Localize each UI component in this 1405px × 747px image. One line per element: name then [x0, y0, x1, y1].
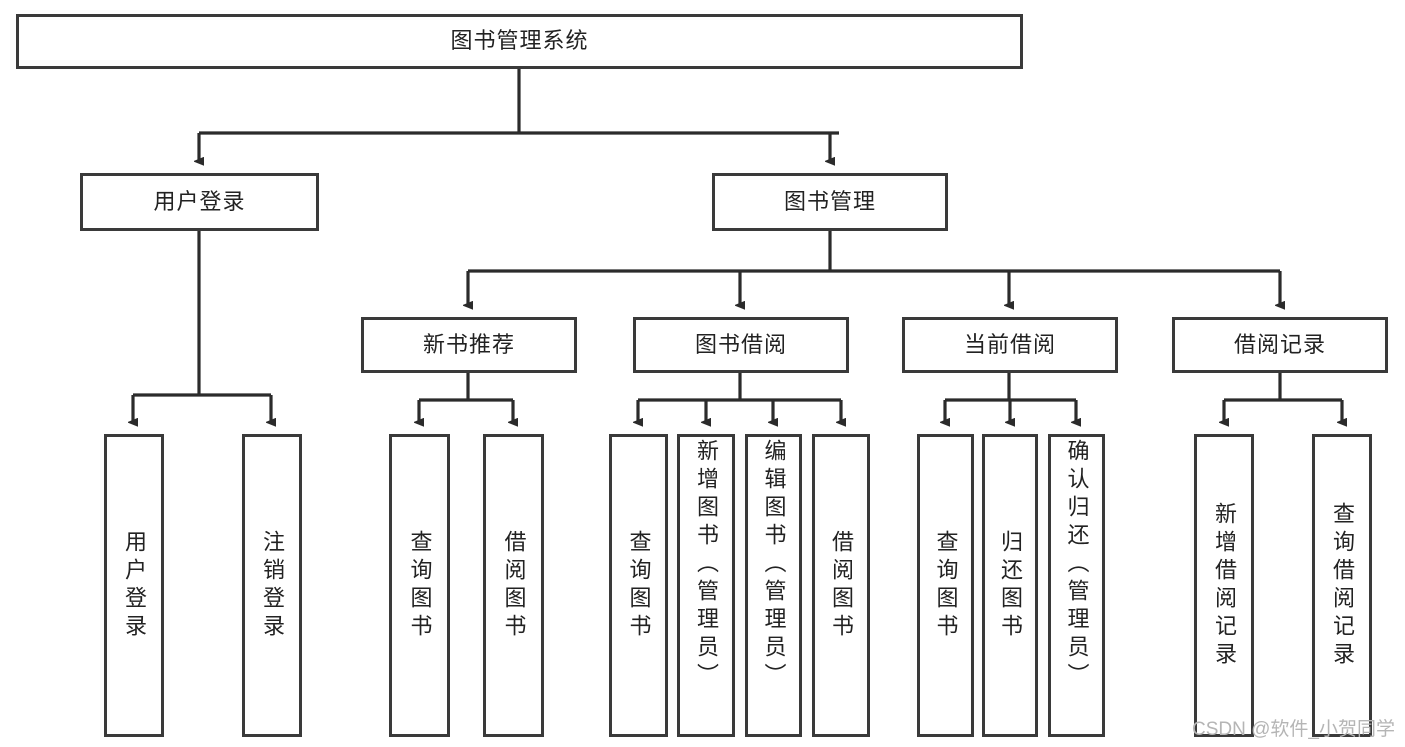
- leaf-add-borrow-record[interactable]: 新增借阅记录: [1194, 434, 1254, 737]
- leaf-confirm-return-admin[interactable]: 确认归还（管理员）: [1048, 434, 1105, 737]
- node-label: 用户登录: [122, 529, 147, 642]
- node-new-book-recommend[interactable]: 新书推荐: [361, 317, 577, 373]
- node-label: 图书借阅: [694, 331, 787, 357]
- leaf-text-wrap: 归还图书: [985, 437, 1035, 734]
- leaf-query-books-recommend[interactable]: 查询图书: [389, 434, 450, 737]
- node-label: 用户登录: [153, 188, 246, 214]
- node-label: 图书管理系统: [450, 28, 589, 54]
- leaf-edit-book-admin[interactable]: 编辑图书（管理员）: [745, 434, 802, 737]
- leaf-text-wrap: 借阅图书: [486, 437, 541, 734]
- node-label: 查询图书: [407, 529, 433, 642]
- node-label: 借阅记录: [1233, 331, 1326, 357]
- leaf-borrow-books[interactable]: 借阅图书: [812, 434, 870, 737]
- node-book-management[interactable]: 图书管理: [712, 173, 948, 231]
- leaf-text-wrap: 查询借阅记录: [1315, 437, 1369, 734]
- node-label: 图书管理: [783, 188, 876, 214]
- leaf-logout[interactable]: 注销登录: [242, 434, 302, 737]
- node-root[interactable]: 图书管理系统: [16, 14, 1023, 69]
- node-label: 新增借阅记录: [1212, 501, 1237, 670]
- node-label: 归还图书: [998, 529, 1023, 642]
- leaf-text-wrap: 查询图书: [920, 437, 971, 734]
- node-label: 查询借阅记录: [1330, 501, 1355, 670]
- node-borrow-record[interactable]: 借阅记录: [1172, 317, 1388, 373]
- node-label: 新增图书（管理员）: [694, 439, 719, 691]
- leaf-text-wrap: 确认归还（管理员）: [1051, 435, 1102, 736]
- leaf-query-borrow-record[interactable]: 查询借阅记录: [1312, 434, 1372, 737]
- node-label: 查询图书: [933, 529, 959, 642]
- node-current-borrow[interactable]: 当前借阅: [902, 317, 1118, 373]
- leaf-return-books[interactable]: 归还图书: [982, 434, 1038, 737]
- node-label: 编辑图书（管理员）: [761, 439, 787, 691]
- node-label: 查询图书: [626, 529, 652, 642]
- leaf-text-wrap: 查询图书: [392, 437, 447, 734]
- node-label: 借阅图书: [501, 529, 527, 642]
- leaf-borrow-books-recommend[interactable]: 借阅图书: [483, 434, 544, 737]
- leaf-user-login[interactable]: 用户登录: [104, 434, 164, 737]
- leaf-text-wrap: 借阅图书: [815, 437, 867, 734]
- leaf-query-books-current[interactable]: 查询图书: [917, 434, 974, 737]
- node-book-borrow[interactable]: 图书借阅: [633, 317, 849, 373]
- node-label: 当前借阅: [963, 331, 1056, 357]
- leaf-text-wrap: 新增图书（管理员）: [680, 435, 732, 736]
- leaf-text-wrap: 查询图书: [612, 437, 665, 734]
- leaf-query-books-borrow[interactable]: 查询图书: [609, 434, 668, 737]
- node-label: 注销登录: [260, 529, 285, 642]
- leaf-text-wrap: 新增借阅记录: [1197, 437, 1251, 734]
- leaf-text-wrap: 编辑图书（管理员）: [748, 435, 799, 736]
- node-user-login[interactable]: 用户登录: [80, 173, 319, 231]
- leaf-text-wrap: 注销登录: [245, 437, 299, 734]
- node-label: 确认归还（管理员）: [1064, 439, 1090, 691]
- node-label: 新书推荐: [422, 331, 515, 357]
- watermark-text: CSDN @软件_小贺同学: [1192, 719, 1395, 740]
- leaf-text-wrap: 用户登录: [107, 437, 161, 734]
- leaf-add-book-admin[interactable]: 新增图书（管理员）: [677, 434, 735, 737]
- node-label: 借阅图书: [829, 529, 854, 642]
